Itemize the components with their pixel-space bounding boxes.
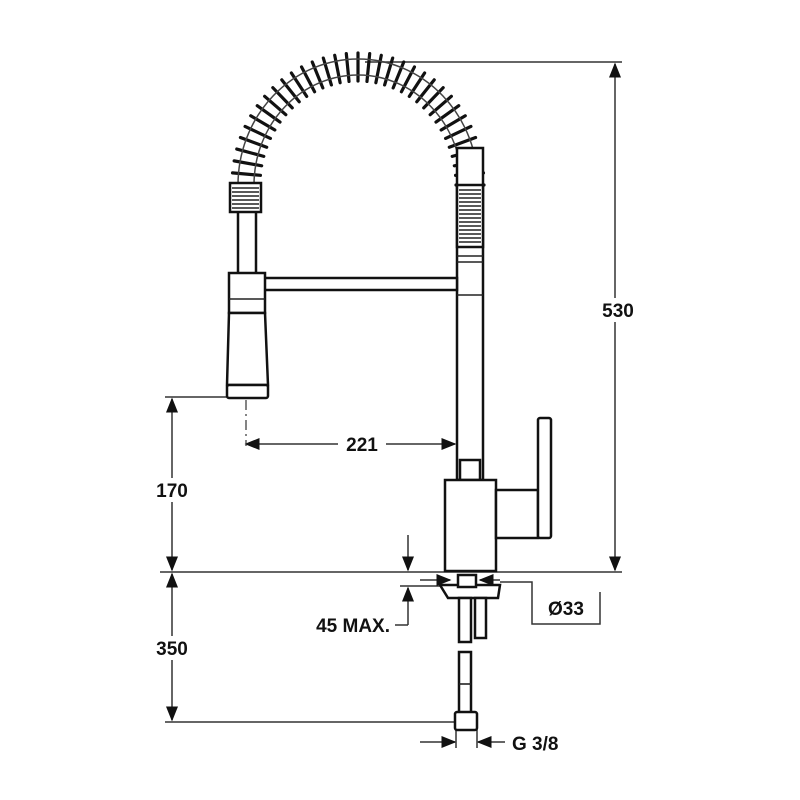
mounting-plate <box>437 583 502 600</box>
label-170: 170 <box>156 481 188 502</box>
coil-turn <box>399 65 417 94</box>
spout-arm <box>262 276 459 292</box>
coil-turn <box>447 135 478 149</box>
coil-turn <box>333 53 342 85</box>
mixer-body <box>443 478 498 573</box>
coil-turn <box>439 114 467 132</box>
coil-turn <box>280 78 301 104</box>
coil-turn <box>428 94 453 117</box>
lever-base <box>494 488 540 540</box>
label-530: 530 <box>602 301 634 322</box>
coil-turn <box>238 135 269 149</box>
coil-turn <box>289 71 309 99</box>
column-thread <box>455 183 485 249</box>
faucet <box>225 146 553 732</box>
coil-turn <box>263 94 288 117</box>
coil-turn <box>271 86 294 110</box>
coil-turn <box>344 51 351 84</box>
supply-shank <box>457 596 473 644</box>
coil-turn <box>422 86 445 110</box>
label-221: 221 <box>346 435 378 456</box>
spring-coil <box>230 51 486 187</box>
coil-turn <box>249 114 277 132</box>
coil-turn <box>444 124 473 140</box>
dimension-lines <box>160 61 622 748</box>
lever-handle <box>536 416 553 540</box>
coil-turn <box>383 56 395 87</box>
hose-nut <box>453 710 479 732</box>
supply-hose <box>457 650 473 716</box>
coil-turn <box>321 56 333 87</box>
coil-turn <box>365 51 372 84</box>
spray-holder <box>227 271 267 315</box>
fixing-rod <box>473 596 488 640</box>
spray-neck <box>236 208 258 276</box>
coil-turn <box>230 171 263 177</box>
coil-turn <box>391 60 406 90</box>
mounting-nut <box>456 573 478 589</box>
coil-turn <box>434 104 461 124</box>
coil-outer-edge <box>237 58 479 186</box>
label-350: 350 <box>156 639 188 660</box>
coil-turn <box>415 78 436 104</box>
coil-turn <box>407 71 427 99</box>
coil-turn <box>310 60 325 90</box>
coil-turn <box>243 124 272 140</box>
coil-turn <box>299 65 317 94</box>
coil-turn <box>255 104 282 124</box>
label-45-max: 45 MAX. <box>316 616 390 637</box>
label-diameter-33: Ø33 <box>548 599 584 620</box>
spray-outlet <box>225 383 270 400</box>
column-collar <box>458 458 482 482</box>
spray-head <box>225 311 270 387</box>
coil-inner-edge <box>253 74 463 186</box>
label-g-3-8: G 3/8 <box>512 734 558 755</box>
coil-turn <box>374 53 383 85</box>
coil-turn <box>235 147 266 158</box>
dimension-labels: 530 170 350 221 45 MAX. Ø33 G 3/8 <box>150 298 640 755</box>
dia-leader <box>500 581 601 625</box>
coil-turn <box>232 159 264 168</box>
